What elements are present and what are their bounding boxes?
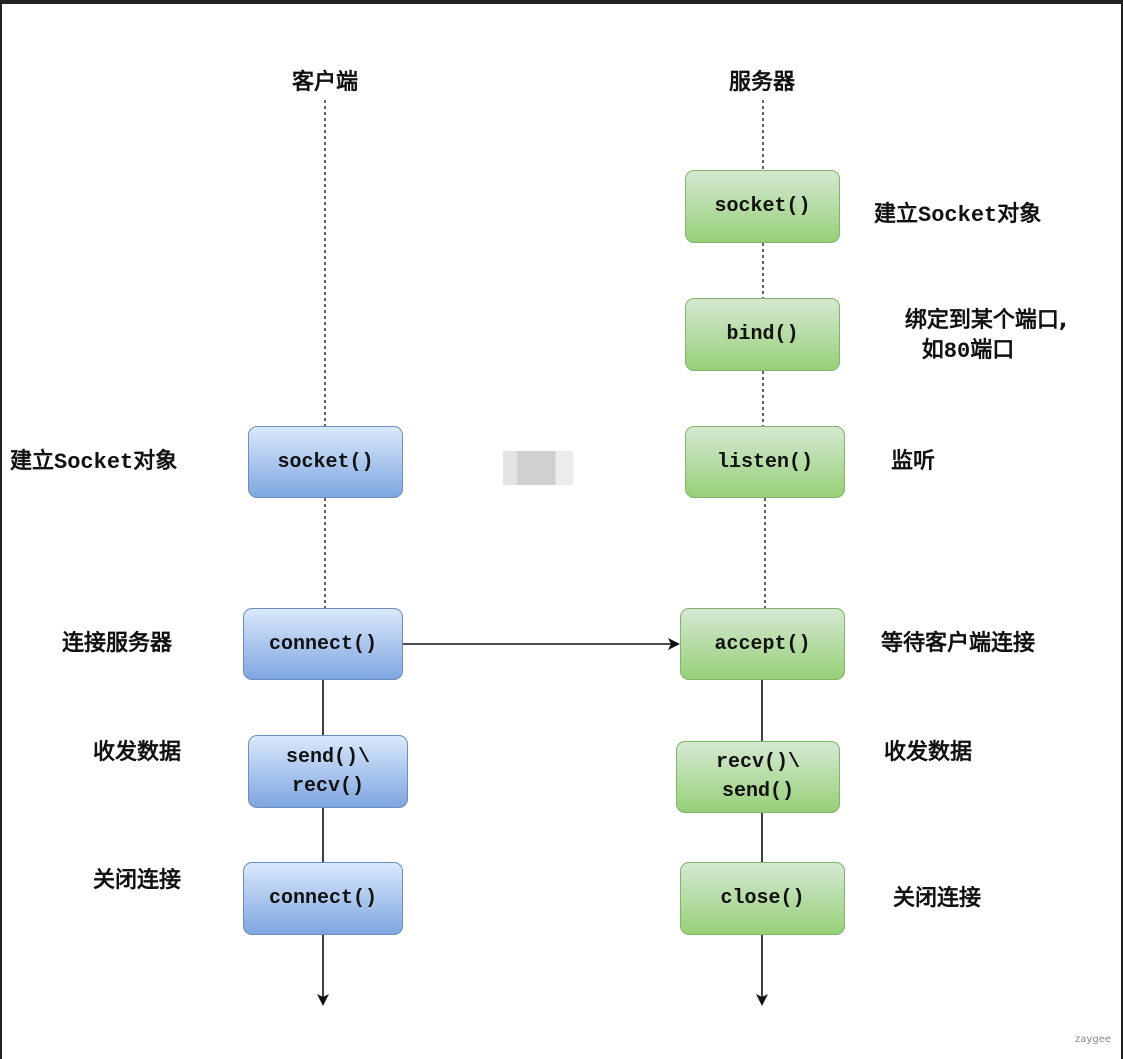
client-connect-note: 连接服务器 — [62, 631, 173, 656]
client-socket-node: socket() — [248, 426, 403, 498]
server-close-node: close() — [680, 862, 845, 935]
server-socket-note: 建立Socket对象 — [874, 200, 1041, 231]
window-left-border — [0, 0, 2, 1059]
server-socket-note-word: Socket — [918, 203, 998, 228]
client-socket-note-pre: 建立 — [10, 449, 55, 474]
server-listen-note: 监听 — [891, 449, 936, 474]
server-accept-note: 等待客户端连接 — [881, 631, 1036, 656]
server-accept-node: accept() — [680, 608, 845, 680]
client-socket-note: 建立Socket对象 — [10, 447, 177, 478]
server-data-note: 收发数据 — [884, 740, 973, 765]
client-data-note: 收发数据 — [93, 740, 182, 765]
client-send-recv-node: send()\ recv() — [248, 735, 408, 808]
server-bind-note-line2-pre: 如 — [921, 338, 944, 363]
server-bind-note-line1: 绑定到某个端口, — [904, 308, 1068, 333]
server-socket-note-post: 对象 — [997, 202, 1042, 227]
client-connect-node: connect() — [243, 608, 403, 680]
server-bind-note-port: 80 — [943, 339, 971, 364]
client-heading: 客户端 — [291, 70, 358, 95]
server-listen-node: listen() — [685, 426, 845, 498]
watermark: zaygee — [1075, 1034, 1111, 1045]
server-bind-note-line2-post: 端口 — [970, 338, 1015, 363]
client-socket-note-word: Socket — [54, 450, 134, 475]
server-heading: 服务器 — [728, 70, 795, 95]
server-close-note: 关闭连接 — [893, 886, 982, 911]
server-bind-note: 绑定到某个端口, 如80端口 — [886, 306, 1086, 367]
blurred-redaction — [503, 451, 573, 485]
server-socket-node: socket() — [685, 170, 840, 243]
server-bind-note-line2: 如80端口 — [886, 336, 1086, 367]
server-socket-note-pre: 建立 — [874, 202, 919, 227]
window-top-border — [0, 0, 1123, 4]
server-recv-send-node: recv()\ send() — [676, 741, 840, 813]
client-close-note: 关闭连接 — [93, 868, 182, 893]
client-socket-note-post: 对象 — [133, 449, 178, 474]
client-close-node: connect() — [243, 862, 403, 935]
server-bind-node: bind() — [685, 298, 840, 371]
window-right-border — [1121, 0, 1123, 1059]
